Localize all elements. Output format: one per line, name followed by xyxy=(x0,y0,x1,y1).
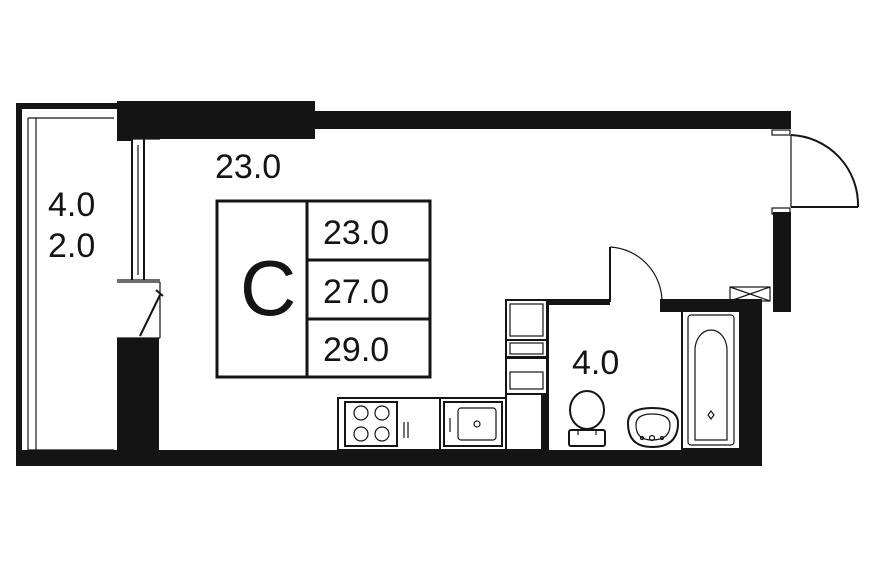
balcony xyxy=(16,103,132,466)
cabinets xyxy=(505,299,548,451)
apartment-type-letter: C xyxy=(240,244,296,332)
bathtub xyxy=(681,310,741,450)
legend-value-1: 23.0 xyxy=(323,214,389,252)
toilet xyxy=(568,390,606,447)
balcony-area-label-2: 2.0 xyxy=(48,227,95,265)
area-legend: C 23.0 27.0 29.0 xyxy=(215,199,432,379)
outer-walls xyxy=(117,101,791,466)
main-room-area-label: 23.0 xyxy=(215,148,281,186)
entrance-door xyxy=(771,129,860,215)
legend-value-3: 29.0 xyxy=(323,331,389,369)
bathroom-area-label: 4.0 xyxy=(572,344,619,382)
balcony-area-label-1: 4.0 xyxy=(48,186,95,224)
kitchen-counter xyxy=(337,397,507,451)
legend-value-2: 27.0 xyxy=(323,273,389,311)
window-left xyxy=(117,138,164,339)
washbasin xyxy=(626,406,680,449)
